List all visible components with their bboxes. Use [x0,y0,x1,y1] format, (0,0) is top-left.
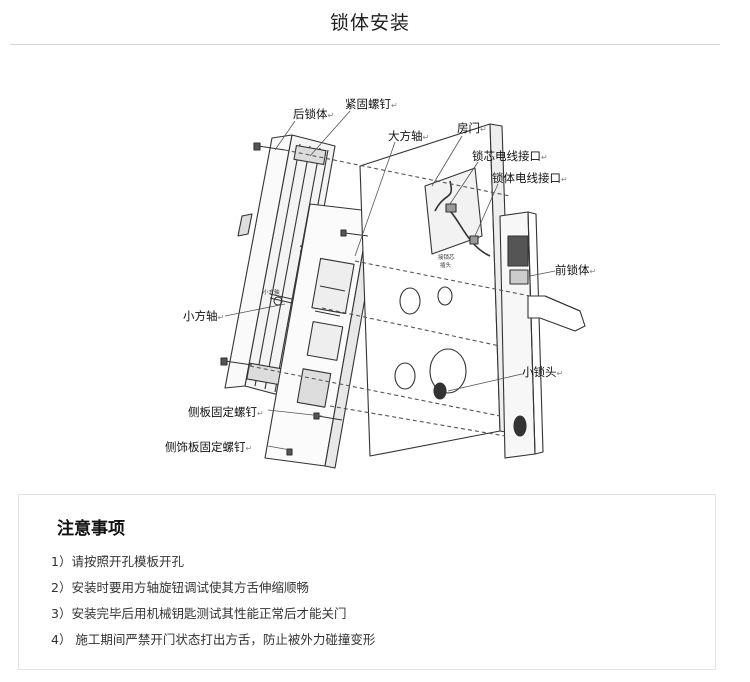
label-core-plug-a: 接锁芯 [438,253,455,261]
return-mark: ↵ [423,133,430,142]
notes-title: 注意事项 [57,519,125,539]
wire-bundle [434,180,491,257]
return-mark: ↵ [480,125,487,134]
front-lock-body-part [499,211,544,459]
rear-screws [220,142,286,366]
lock-installation-diagram: 后锁体↵ 紧固螺钉↵ 大方轴↵ 房门↵ 锁芯电线接口↵ 锁体电线接口↵ 前锁体↵… [150,86,620,471]
label-trim-plate-screw: 侧饰板固定螺钉↵ [165,440,252,454]
label-front-lock-body: 前锁体↵ [555,263,596,277]
label-core-wire-connector: 锁芯电线接口↵ [472,149,548,163]
label-small-square-shaft: 小方轴↵ [183,309,224,323]
label-body-wire-connector: 锁体电线接口↵ [492,171,568,185]
label-fastening-screw: 紧固螺钉↵ [345,97,398,111]
note-item-3: 3）安装完毕后用机械钥匙测试其性能正常后才能关门 [51,606,347,621]
side-plate-screws [286,229,369,456]
small-lock-head-part [433,382,447,400]
lever-handle-part [527,295,586,332]
label-side-plate-screw: 侧板固定螺钉↵ [188,405,264,419]
note-item-2: 2）安装时要用方轴旋钮调试使其方舌伸缩顺畅 [51,580,309,595]
label-door: 房门↵ [457,121,487,135]
exploded-view-drawing: 后锁体↵ 紧固螺钉↵ 大方轴↵ 房门↵ 锁芯电线接口↵ 锁体电线接口↵ 前锁体↵… [165,97,596,469]
return-mark: ↵ [590,267,597,276]
label-large-square-shaft: 大方轴↵ [388,129,429,143]
return-mark: ↵ [561,175,568,184]
label-leaders [224,110,556,451]
notes-panel: 注意事项 1）请按照开孔模板开孔 2）安装时要用方轴旋钮调试使其方舌伸缩顺畅 3… [18,494,716,670]
return-mark: ↵ [246,444,253,453]
label-mini-square-shaft: 小方轴 [263,288,280,296]
note-item-4: 4） 施工期间严禁开门状态打出方舌，防止被外力碰撞变形 [51,632,376,647]
page-title: 锁体安装 [329,12,410,34]
title-divider [10,44,720,45]
label-core-plug-b: 插头 [440,261,452,269]
door-panel-part [359,123,513,457]
label-rear-lock-body: 后锁体↵ [293,107,334,121]
notes-list: 1）请按照开孔模板开孔 2）安装时要用方轴旋钮调试使其方舌伸缩顺畅 3）安装完毕… [51,551,375,655]
return-mark: ↵ [541,153,548,162]
return-mark: ↵ [557,369,564,378]
alignment-lines [249,149,531,437]
return-mark: ↵ [218,313,225,322]
return-mark: ↵ [391,101,398,110]
note-item-1: 1）请按照开孔模板开孔 [51,554,184,569]
rear-lock-body-part [224,134,336,399]
return-mark: ↵ [328,111,335,120]
label-small-lock-head: 小锁头↵ [522,365,563,379]
return-mark: ↵ [257,409,264,418]
